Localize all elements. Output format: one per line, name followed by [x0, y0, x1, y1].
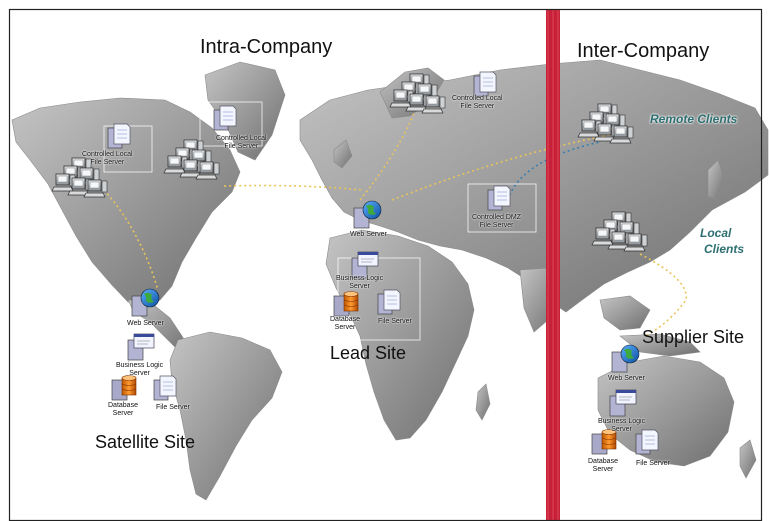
supplier-site-label: Supplier Site — [642, 327, 745, 347]
caption-line: Controlled DMZ — [472, 214, 522, 221]
caption-line: Server — [592, 466, 614, 473]
caption-line: Server — [611, 426, 632, 433]
satellite-database-server-icon — [111, 375, 137, 401]
caption-line: Server — [334, 324, 356, 331]
caption-line: Database — [588, 458, 618, 465]
satellite-site-label: Satellite Site — [95, 432, 196, 452]
remote-clients-label: Remote Clients — [650, 112, 738, 126]
caption-line: Database — [108, 402, 138, 409]
lead-web-server-caption: Web Server — [350, 231, 387, 238]
caption-line: File Server — [479, 222, 514, 229]
local-clients-label-1: Local — [700, 226, 732, 240]
caption-line: Business Logic — [336, 275, 384, 282]
caption-line: Database — [330, 316, 360, 323]
satellite-web-server-caption: Web Server — [127, 320, 164, 327]
satellite-business-logic-caption: Business Logic Server — [116, 362, 163, 378]
satellite-database-caption: Database Server — [108, 402, 138, 418]
caption-line: Controlled Local — [216, 135, 267, 142]
supplier-database-caption: Database Server — [588, 458, 618, 474]
lead-site-label: Lead Site — [330, 343, 407, 363]
caption-line: Server — [129, 370, 150, 377]
caption-line: Server — [349, 283, 370, 290]
lead-business-logic-caption: Business Logic Server — [336, 275, 383, 291]
lead-file-server-caption: File Server — [378, 318, 412, 325]
caption-line: File Server — [90, 159, 125, 166]
local-clients-label-2: Clients — [704, 242, 745, 256]
supplier-web-server-caption: Web Server — [608, 375, 645, 382]
controlled-local-file-server-caption-ca: Controlled Local File Server — [216, 135, 267, 151]
caption-line: Controlled Local — [82, 151, 133, 158]
caption-line: File Server — [224, 143, 259, 150]
satellite-business-logic-server-icon — [127, 333, 155, 361]
controlled-local-file-server-caption-eu: Controlled Local File Server — [452, 95, 503, 111]
controlled-dmz-file-server-caption: Controlled DMZ File Server — [472, 214, 521, 230]
lead-database-caption: Database Server — [330, 316, 360, 332]
caption-line: Server — [112, 410, 134, 417]
caption-line: Business Logic — [116, 362, 164, 369]
supplier-business-logic-caption: Business Logic Server — [598, 418, 645, 434]
controlled-local-file-server-caption-na: Controlled Local File Server — [82, 151, 133, 167]
satellite-file-server-icon — [153, 375, 177, 401]
caption-line: Business Logic — [598, 418, 646, 425]
intra-company-title: Intra-Company — [200, 36, 333, 58]
supplier-file-server-caption: File Server — [636, 460, 670, 467]
caption-line: File Server — [460, 103, 495, 110]
caption-line: Controlled Local — [452, 95, 503, 102]
inter-company-title: Inter-Company — [577, 40, 710, 62]
satellite-file-server-caption: File Server — [156, 404, 190, 411]
